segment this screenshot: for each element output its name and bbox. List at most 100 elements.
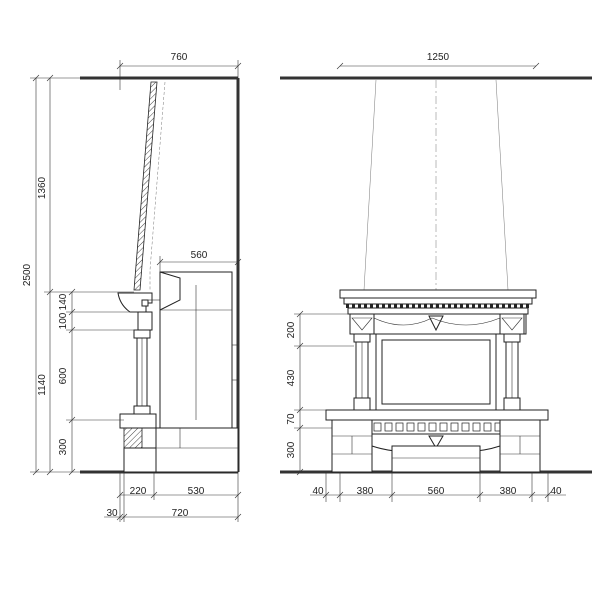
side-column-base <box>133 405 151 415</box>
front-tick-d <box>296 342 304 350</box>
front-tick-j <box>388 491 396 499</box>
side-tick-r <box>116 513 124 521</box>
front-dentil <box>472 304 475 308</box>
side-tick-t <box>234 513 242 521</box>
dim-plinth-height: 300 <box>286 441 297 458</box>
front-tick-c <box>296 310 304 318</box>
front-tick-b <box>532 62 540 70</box>
dim-frieze-height: 200 <box>286 321 297 338</box>
front-col-right-base <box>503 397 521 411</box>
front-dentils <box>346 304 529 308</box>
front-tick-l <box>528 491 536 499</box>
side-bracket <box>141 299 149 307</box>
front-capital-right <box>499 313 525 335</box>
side-insert-front <box>159 271 181 311</box>
side-plinth-top <box>119 413 157 429</box>
front-rail-block <box>428 422 437 432</box>
dim-total-depth: 760 <box>171 52 188 63</box>
front-rail-block <box>439 422 448 432</box>
side-frieze-block <box>137 311 153 331</box>
front-dentil <box>352 304 355 308</box>
front-rail-block <box>483 422 492 432</box>
front-apron-keystone <box>428 435 444 449</box>
dim-top-band: 140 <box>58 293 69 310</box>
front-frieze-keystone <box>428 315 444 332</box>
front-tick-i <box>336 491 344 499</box>
dim-body-depth: 720 <box>172 508 189 519</box>
front-rail-block <box>395 422 404 432</box>
front-dentil <box>400 304 403 308</box>
front-dentil <box>364 304 367 308</box>
front-rail-block <box>384 422 393 432</box>
side-hood-inner <box>149 81 166 290</box>
front-frieze-swag <box>373 317 501 326</box>
side-tick-c <box>46 74 54 82</box>
side-tick-f <box>68 288 76 296</box>
side-tick-e <box>46 468 54 476</box>
side-plinth-hatched <box>123 427 143 449</box>
front-cornice-band <box>343 297 533 305</box>
front-dentil <box>382 304 385 308</box>
front-dentil <box>406 304 409 308</box>
front-dentil <box>460 304 463 308</box>
front-capital-right-motif <box>501 317 523 331</box>
side-tick-s <box>120 513 128 521</box>
front-dentil <box>424 304 427 308</box>
front-dentil <box>520 304 523 308</box>
front-col-right-top <box>503 333 521 343</box>
dim-wall-gap: 30 <box>106 508 118 519</box>
side-tick-j <box>68 468 76 476</box>
front-tick-f <box>296 424 304 432</box>
side-tick-o <box>116 491 124 499</box>
dim-rear-depth: 530 <box>188 486 205 497</box>
side-tick-b <box>32 468 40 476</box>
dim-firebox-height: 430 <box>286 369 297 386</box>
side-tick-g <box>68 308 76 316</box>
front-tick-a <box>336 62 344 70</box>
front-dentil <box>454 304 457 308</box>
front-dentil <box>490 304 493 308</box>
front-tick-g <box>296 468 304 476</box>
front-dentil <box>502 304 505 308</box>
dim-front-offset: 220 <box>130 486 147 497</box>
side-tick-n <box>234 258 242 266</box>
front-col-left-base <box>353 397 371 411</box>
front-dentil <box>346 304 349 308</box>
dim-left-pier: 380 <box>357 486 374 497</box>
front-hearth-rail-blocks <box>373 422 503 432</box>
side-capital <box>133 329 151 339</box>
side-tick-i <box>68 416 76 424</box>
front-dentil <box>358 304 361 308</box>
front-dentil <box>388 304 391 308</box>
front-dentil <box>514 304 517 308</box>
front-dentil <box>442 304 445 308</box>
front-tick-m <box>544 491 552 499</box>
dim-right-pier: 380 <box>500 486 517 497</box>
front-dentil <box>376 304 379 308</box>
front-dentil <box>412 304 415 308</box>
dim-lower-height: 1140 <box>37 374 48 396</box>
front-cornice-top <box>339 289 537 299</box>
dim-insert-depth: 560 <box>191 250 208 261</box>
front-dentil <box>448 304 451 308</box>
side-hearth-box <box>155 427 239 473</box>
front-dentil <box>484 304 487 308</box>
side-view: 2500 1360 1140 140 100 600 300 760 560 <box>22 52 242 522</box>
front-capital-left <box>349 313 375 335</box>
front-dentil <box>496 304 499 308</box>
side-tick-q <box>234 491 242 499</box>
dim-opening-width: 560 <box>428 486 445 497</box>
front-hearth-top <box>325 409 549 421</box>
front-cornice-lower <box>347 307 529 315</box>
front-rail-block <box>417 422 426 432</box>
side-hood-hatched <box>133 81 158 291</box>
front-dentil <box>508 304 511 308</box>
dim-left-margin: 40 <box>312 486 324 497</box>
side-tick-a <box>32 74 40 82</box>
side-tick-m <box>156 258 164 266</box>
front-firebox-glass <box>381 339 491 405</box>
front-capital-left-motif <box>351 317 373 331</box>
front-dentil <box>466 304 469 308</box>
front-plinth-center <box>391 445 481 473</box>
front-rail-block <box>406 422 415 432</box>
